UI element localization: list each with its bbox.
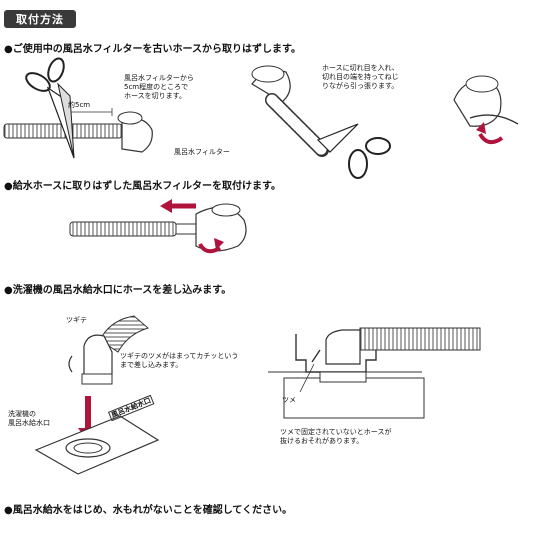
inlet-label: 洗濯機の 風呂水給水口 [8,410,50,428]
cut-measure-label: 約5cm [68,101,90,110]
warning-note: ツメで固定されていないとホースが 抜けるおそれがあります。 [280,428,391,446]
hose-cut-illustration [4,108,152,152]
connector-insert-illustration [36,316,158,474]
claw-note: ツギテのツメがはまってカチッという まで差し込みます。 [120,352,238,370]
attach-filter-illustration [70,199,246,251]
cross-section-illustration [268,328,480,418]
filter-twist-illustration [454,76,518,142]
scissors-icon [23,56,74,158]
cut-note: 風呂水フィルターから 5cm程度のところで ホースを切ります。 [124,74,194,101]
tsugite-label: ツギテ [66,316,87,325]
tsume-label: ツメ [282,396,296,405]
filter-label: 風呂水フィルター [174,148,230,157]
pull-note: ホースに切れ目を入れ、 切れ目の端を持ってねじ りながら引っ張ります。 [322,64,399,91]
